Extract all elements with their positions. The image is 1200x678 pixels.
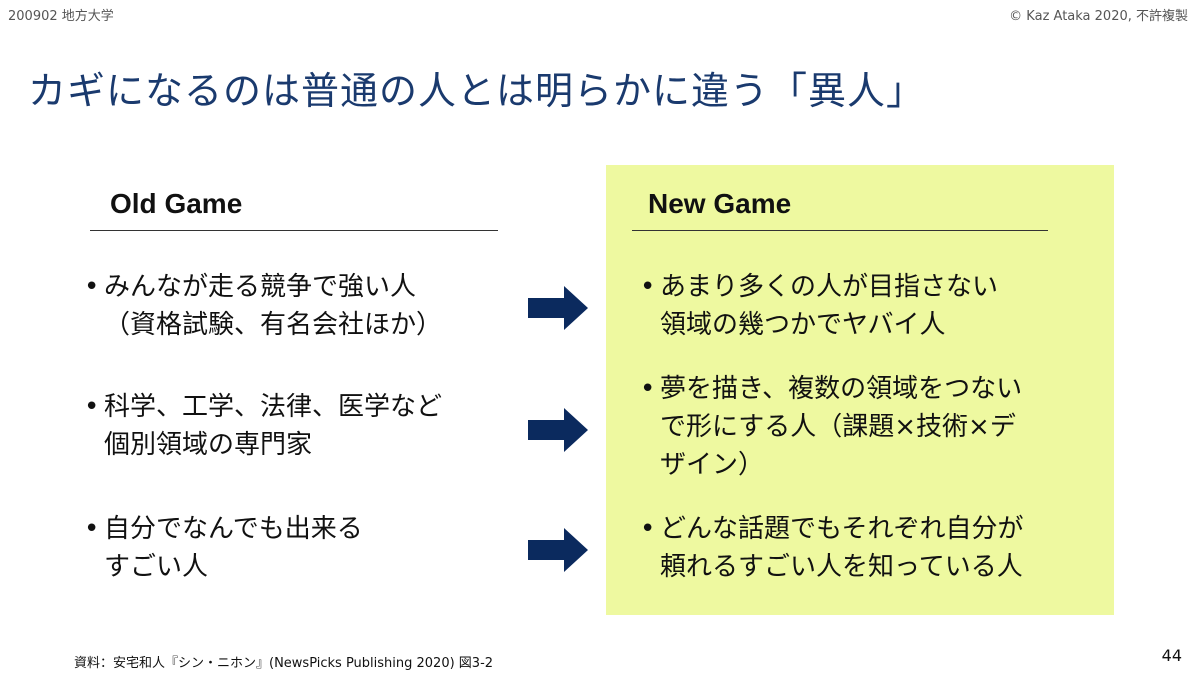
bullet: • bbox=[84, 514, 100, 544]
new-game-item-1-line-1: あまり多くの人が目指さない bbox=[660, 272, 999, 302]
bullet: • bbox=[640, 514, 656, 544]
right-arrow-icon bbox=[528, 528, 588, 572]
new-game-item-3-line-2: 頼れるすごい人を知っている人 bbox=[660, 552, 1023, 582]
new-game-item-2-line-2: で形にする人（課題×技術×デ bbox=[660, 412, 1016, 442]
bullet: • bbox=[84, 272, 100, 302]
new-game-item-1-line-2: 領域の幾つかでヤバイ人 bbox=[660, 310, 946, 340]
old-game-heading: Old Game bbox=[110, 188, 243, 219]
new-game-item-1: • あまり多くの人が目指さない 領域の幾つかでヤバイ人 bbox=[640, 268, 999, 344]
old-game-divider bbox=[90, 230, 498, 231]
old-game-item-1: • みんなが走る競争で強い人 （資格試験、有名会社ほか） bbox=[84, 268, 443, 344]
new-game-divider bbox=[632, 230, 1048, 231]
header-date-institution: 200902 地方大学 bbox=[8, 9, 114, 24]
old-game-item-2-line-1: 科学、工学、法律、医学など bbox=[104, 392, 443, 422]
old-game-item-3: • 自分でなんでも出来る すごい人 bbox=[84, 510, 363, 586]
old-game-item-1-line-2: （資格試験、有名会社ほか） bbox=[104, 310, 443, 340]
new-game-item-2-line-3: ザイン） bbox=[660, 450, 765, 480]
bullet: • bbox=[640, 374, 656, 404]
header-copyright: © Kaz Ataka 2020, 不許複製 bbox=[1009, 9, 1188, 24]
old-game-item-2: • 科学、工学、法律、医学など 個別領域の専門家 bbox=[84, 388, 443, 464]
right-arrow-icon bbox=[528, 408, 588, 452]
bullet: • bbox=[84, 392, 100, 422]
source-citation: 資料：安宅和人『シン・ニホン』(NewsPicks Publishing 202… bbox=[74, 656, 494, 671]
right-arrow-icon bbox=[528, 286, 588, 330]
new-game-panel bbox=[606, 165, 1114, 615]
page-number: 44 bbox=[1161, 646, 1182, 665]
bullet: • bbox=[640, 272, 656, 302]
new-game-item-3-line-1: どんな話題でもそれぞれ自分が bbox=[660, 514, 1024, 544]
old-game-item-1-line-1: みんなが走る競争で強い人 bbox=[104, 272, 417, 302]
new-game-item-2: • 夢を描き、複数の領域をつない で形にする人（課題×技術×デ ザイン） bbox=[640, 370, 1023, 484]
old-game-item-3-line-1: 自分でなんでも出来る bbox=[104, 514, 363, 544]
old-game-item-3-line-2: すごい人 bbox=[104, 552, 209, 582]
new-game-heading: New Game bbox=[648, 188, 792, 219]
old-game-item-2-line-2: 個別領域の専門家 bbox=[104, 430, 313, 460]
new-game-item-2-line-1: 夢を描き、複数の領域をつない bbox=[660, 374, 1023, 404]
slide-title: カギになるのは普通の人とは明らかに違う「異人」 bbox=[28, 69, 926, 113]
new-game-item-3: • どんな話題でもそれぞれ自分が 頼れるすごい人を知っている人 bbox=[640, 510, 1024, 586]
